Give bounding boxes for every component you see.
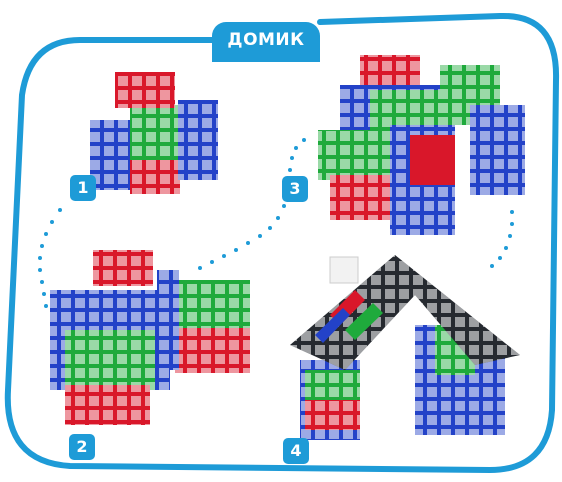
step-3-illustration bbox=[310, 45, 540, 245]
step-badge-3: 3 bbox=[282, 176, 308, 202]
cube-block-white bbox=[330, 257, 358, 283]
step-4-illustration bbox=[285, 245, 530, 450]
step-2-illustration bbox=[45, 240, 265, 435]
page-title: ДОМИК bbox=[212, 30, 320, 50]
step-badge-1: 1 bbox=[70, 175, 96, 201]
step-badge-2: 2 bbox=[69, 434, 95, 460]
cube-block-green bbox=[130, 105, 180, 165]
cube-block-blue bbox=[178, 100, 218, 180]
step-badge-4: 4 bbox=[283, 438, 309, 464]
